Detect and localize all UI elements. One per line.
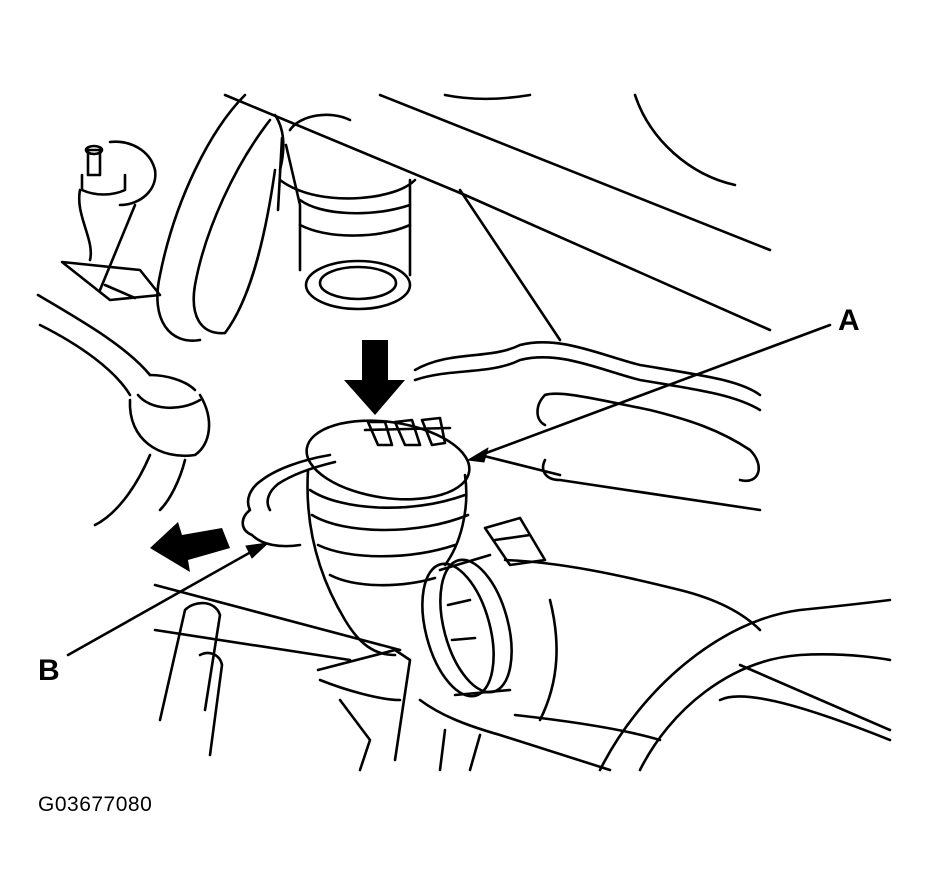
pull-out-arrow (150, 522, 230, 572)
large-curved-pipe (600, 600, 890, 770)
leader-arrowhead-b (246, 543, 268, 558)
figure-code: G03677080 (38, 793, 153, 816)
upper-outlet-pipe (278, 115, 415, 309)
hose-clamp (409, 518, 545, 704)
leader-line-b (68, 548, 258, 655)
upper-housing (225, 95, 770, 340)
outgoing-hose (505, 560, 760, 740)
push-down-arrow (344, 340, 405, 415)
callout-label-a: A (838, 304, 860, 337)
bolt-bracket (62, 142, 160, 300)
right-hose (415, 342, 760, 510)
round-housing (157, 95, 283, 341)
callout-label-b: B (38, 654, 60, 687)
left-tube (38, 295, 209, 525)
lower-housing (155, 585, 610, 770)
leader-arrowhead-a (468, 448, 488, 462)
leader-line-a (478, 325, 830, 456)
hose-fitting (243, 411, 475, 655)
